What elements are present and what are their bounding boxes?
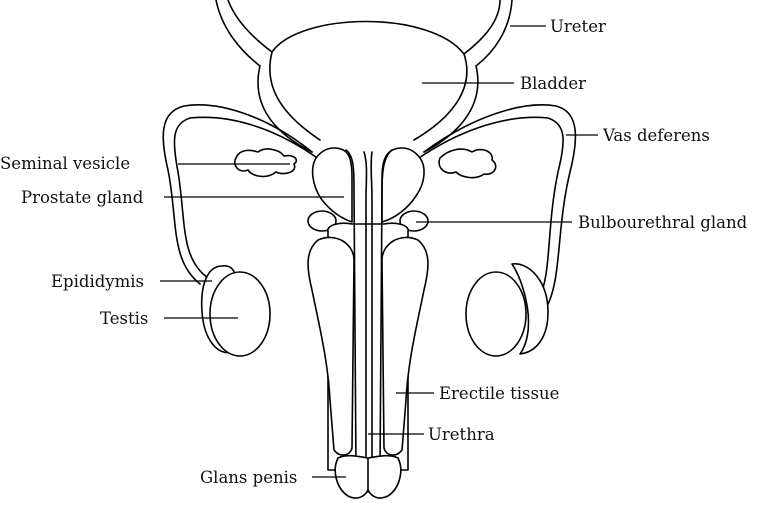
label-bladder: Bladder (520, 74, 586, 93)
vas-deferens-right (415, 104, 577, 309)
label-vas-deferens: Vas deferens (602, 126, 710, 145)
corpus-cavernosum-left (307, 236, 355, 456)
urethra-tube (345, 149, 393, 471)
label-testis: Testis (100, 309, 148, 328)
label-urethra: Urethra (428, 425, 495, 444)
bladder-outline (215, 0, 513, 153)
testis-left (209, 271, 271, 357)
testis-right (465, 271, 527, 357)
label-bulbourethral-gland: Bulbourethral gland (578, 213, 748, 232)
label-seminal-vesicle: Seminal vesicle (0, 154, 130, 173)
prostate-gland-left-lobe (311, 147, 353, 223)
label-erectile-tissue: Erectile tissue (439, 384, 559, 403)
seminal-vesicle-left (233, 148, 298, 178)
corpus-cavernosum-right (381, 236, 429, 456)
label-epididymis: Epididymis (51, 272, 144, 291)
label-ureter: Ureter (550, 17, 606, 36)
vas-deferens-left (162, 104, 321, 285)
label-prostate-gland: Prostate gland (21, 188, 144, 207)
epididymis-right (511, 263, 549, 355)
bulbourethral-gland-left (307, 210, 337, 232)
prostate-gland-right-lobe (381, 147, 425, 223)
bulbourethral-gland-right (399, 210, 429, 232)
seminal-vesicle-right (438, 148, 497, 179)
label-glans-penis: Glans penis (200, 468, 297, 487)
